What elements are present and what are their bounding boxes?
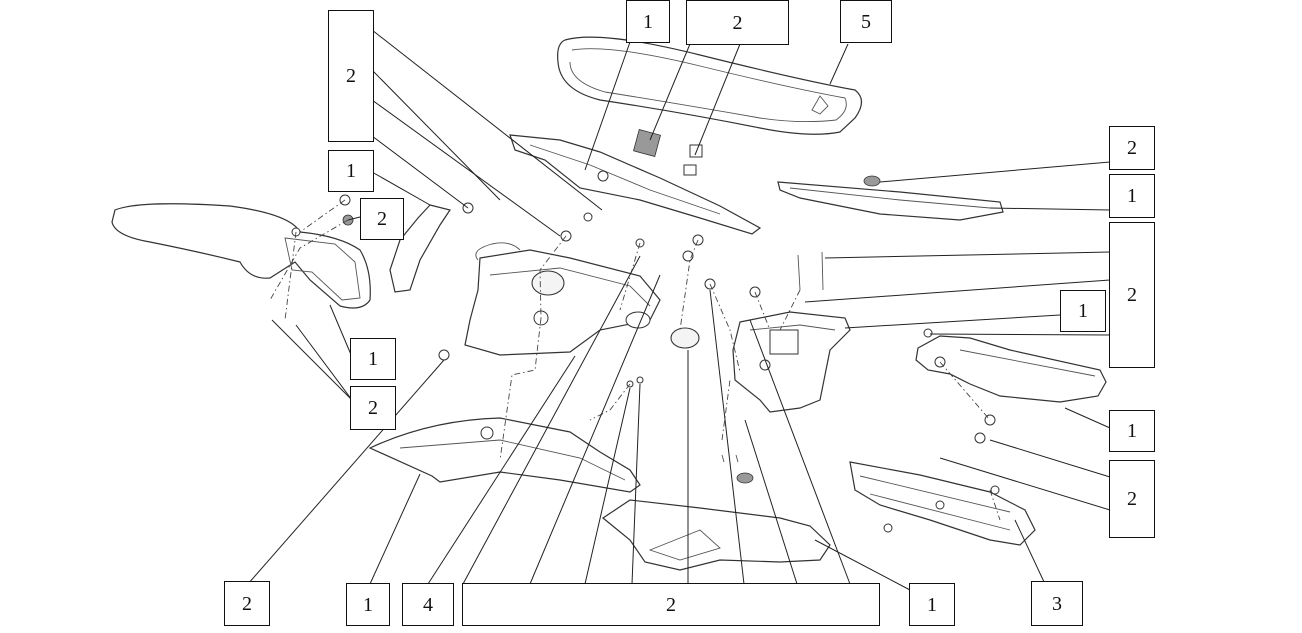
right-side-cover-part bbox=[777, 175, 1004, 221]
callout-label: 3 bbox=[1052, 592, 1062, 615]
hardware-fasteners bbox=[438, 212, 933, 484]
callout-right-2a: 2 bbox=[1109, 126, 1155, 170]
callout-bottom-1b: 1 bbox=[909, 583, 955, 626]
rear-fender-part bbox=[915, 335, 1107, 444]
seat-part bbox=[557, 36, 863, 135]
callout-label: 1 bbox=[927, 593, 937, 616]
callout-label: 1 bbox=[1127, 185, 1137, 207]
side-number-plate-part bbox=[601, 499, 831, 571]
callout-label: 2 bbox=[1127, 488, 1137, 510]
callout-label: 1 bbox=[363, 593, 373, 616]
callout-label: 2 bbox=[242, 592, 252, 615]
front-fender-part bbox=[111, 194, 371, 309]
callout-label: 2 bbox=[732, 11, 743, 34]
callout-top-1: 1 bbox=[626, 0, 670, 43]
callout-right-1a: 1 bbox=[1109, 174, 1155, 218]
left-side-cover-part bbox=[368, 417, 641, 493]
callout-right-1b: 1 bbox=[1060, 290, 1106, 332]
callout-label: 2 bbox=[377, 208, 387, 230]
callout-label: 1 bbox=[643, 10, 653, 33]
callout-label: 5 bbox=[861, 10, 871, 33]
callout-bottom-3: 3 bbox=[1031, 581, 1083, 626]
callout-right-tall-2: 2 bbox=[1109, 222, 1155, 368]
callout-bottom-1a: 1 bbox=[346, 583, 390, 626]
callout-label: 1 bbox=[1078, 300, 1088, 322]
callout-left-tall-2: 2 bbox=[328, 10, 374, 142]
callout-top-5: 5 bbox=[840, 0, 892, 43]
callout-right-1c: 1 bbox=[1109, 410, 1155, 452]
callout-left-2: 2 bbox=[360, 198, 404, 240]
callout-label: 2 bbox=[666, 593, 676, 616]
callout-label: 1 bbox=[346, 160, 356, 182]
callout-label: 1 bbox=[368, 348, 378, 370]
callout-label: 2 bbox=[1127, 284, 1137, 306]
callout-bottom-2a: 2 bbox=[224, 581, 270, 626]
callout-right-2b: 2 bbox=[1109, 460, 1155, 538]
assembly-lines bbox=[269, 199, 1001, 521]
subframe-part bbox=[704, 278, 851, 413]
callout-left-1: 1 bbox=[328, 150, 374, 192]
callout-label: 4 bbox=[423, 593, 433, 616]
callout-bottom-2-wide: 2 bbox=[462, 583, 880, 626]
callout-label: 1 bbox=[1127, 420, 1137, 442]
callout-label: 2 bbox=[1127, 137, 1137, 159]
callout-left-mid-1: 1 bbox=[350, 338, 396, 380]
airbox-part bbox=[464, 242, 661, 356]
leader-lines bbox=[247, 29, 1111, 591]
callout-label: 2 bbox=[368, 397, 378, 419]
callout-left-mid-2: 2 bbox=[350, 386, 396, 430]
fork-guard-part bbox=[389, 202, 474, 293]
callout-label: 2 bbox=[346, 65, 356, 87]
tank-cover-part bbox=[509, 129, 762, 235]
skid-plate-part bbox=[849, 461, 1036, 546]
callout-bottom-4: 4 bbox=[402, 583, 454, 626]
callout-top-2: 2 bbox=[686, 0, 789, 45]
